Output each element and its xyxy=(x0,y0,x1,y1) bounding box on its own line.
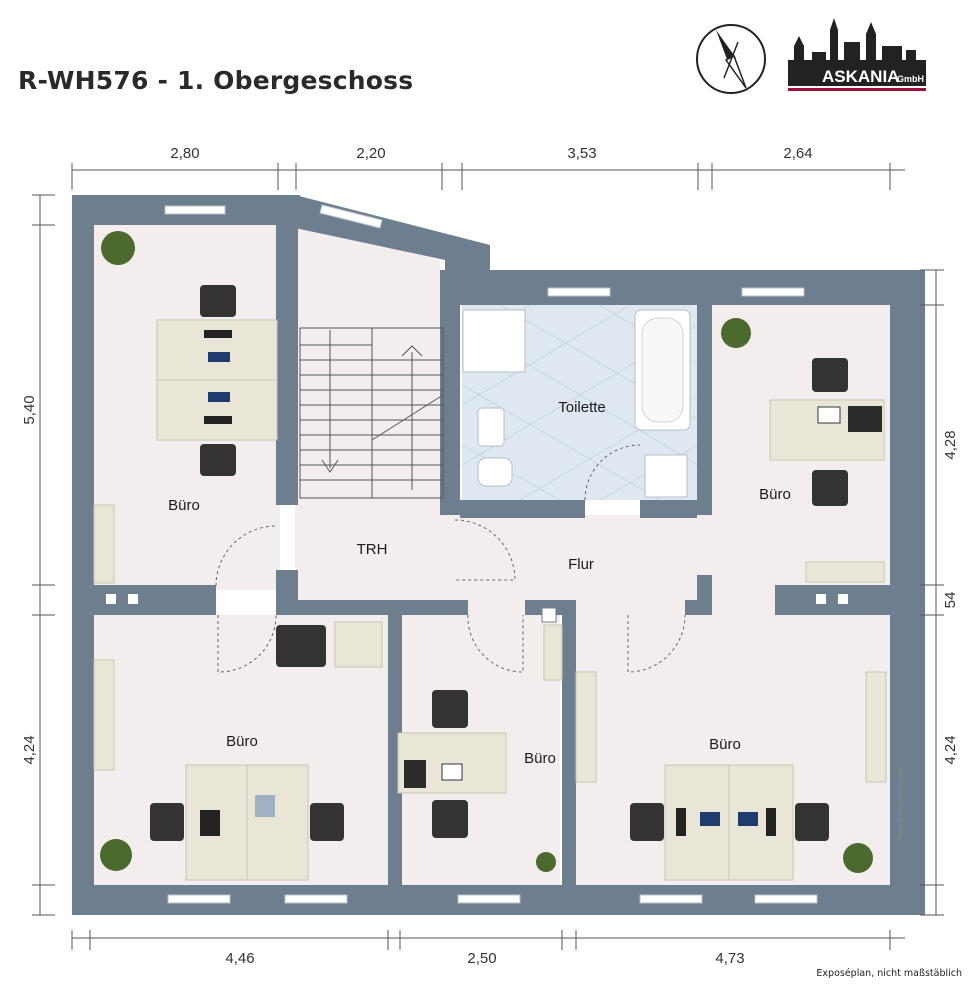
room-label-buero-top-right: Büro xyxy=(759,486,791,503)
dimension-bottom-2: 2,50 xyxy=(467,950,496,967)
room-label-toilette: Toilette xyxy=(558,399,606,416)
company-logo: ASKANIA GmbH xyxy=(788,18,926,91)
dimension-right-2: 54 xyxy=(942,592,959,609)
logo-suffix: GmbH xyxy=(897,74,924,84)
dimension-left-2: 4,24 xyxy=(21,735,38,764)
dimension-top-3: 3,53 xyxy=(567,145,596,162)
dimension-lines xyxy=(32,163,944,950)
bathroom-fixtures xyxy=(462,309,691,498)
room-label-flur: Flur xyxy=(568,556,594,573)
dimension-top-1: 2,80 xyxy=(170,145,199,162)
dimension-left-1: 5,40 xyxy=(21,395,38,424)
page-title: R-WH576 - 1. Obergeschoss xyxy=(18,66,414,95)
compass-icon xyxy=(696,24,766,94)
logo-brand: ASKANIA xyxy=(822,67,899,86)
doors xyxy=(215,444,686,673)
room-label-buero-top-left: Büro xyxy=(168,497,200,514)
dimension-top-4: 2,64 xyxy=(783,145,812,162)
office-top-left-furniture xyxy=(156,285,278,476)
office-bottom-right-furniture xyxy=(630,764,829,881)
room-label-buero-bottom-left: Büro xyxy=(226,733,258,750)
castle-silhouette-icon xyxy=(788,18,926,86)
dimension-right-3: 4,24 xyxy=(942,735,959,764)
room-label-trh: TRH xyxy=(357,541,388,558)
dimension-top-2: 2,20 xyxy=(356,145,385,162)
office-bottom-middle-furniture xyxy=(397,690,507,838)
room-label-buero-bottom-right: Büro xyxy=(709,736,741,753)
plan-note: Exposéplan, nicht maßstäblich xyxy=(816,968,962,979)
illustration-credit: illustration©immoGrafik xyxy=(897,767,905,840)
office-top-right-furniture xyxy=(769,358,885,506)
room-label-buero-bottom-middle: Büro xyxy=(524,750,556,767)
dimension-bottom-1: 4,46 xyxy=(225,950,254,967)
stairs xyxy=(299,327,444,499)
office-bottom-left-furniture xyxy=(150,621,383,881)
plant-icon xyxy=(100,231,873,873)
windows xyxy=(164,204,818,904)
dimension-bottom-3: 4,73 xyxy=(715,950,744,967)
dimension-right-1: 4,28 xyxy=(942,430,959,459)
sideboards xyxy=(93,504,887,783)
